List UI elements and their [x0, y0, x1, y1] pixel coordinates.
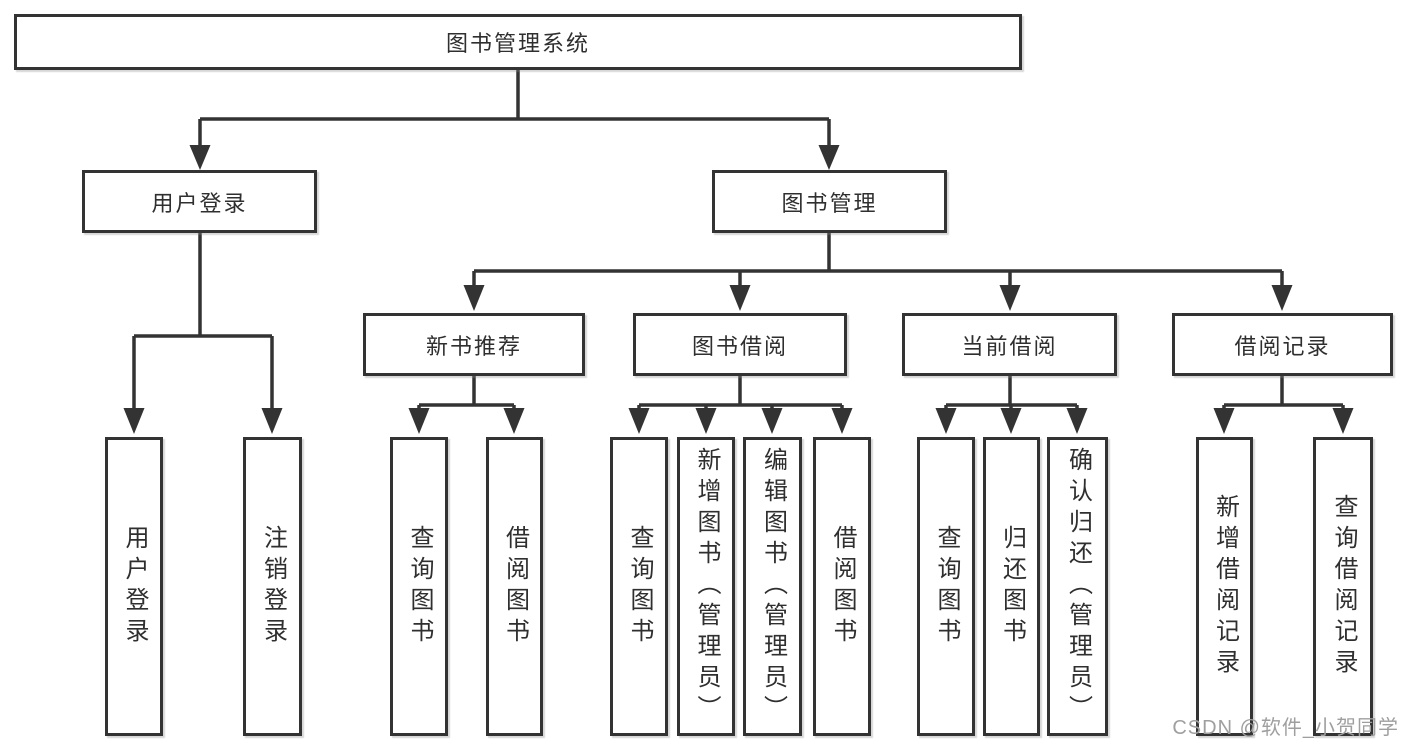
leaf-borrow-books-recommend: 借阅图书 [486, 437, 543, 736]
leaf-query-books-borrowing: 查询图书 [610, 437, 668, 736]
edges-from-user-login [123, 232, 283, 434]
leaf-query-borrow-record: 查询借阅记录 [1313, 437, 1373, 736]
node-new-book-recommendation: 新书推荐 [363, 313, 585, 376]
node-current-borrowing: 当前借阅 [902, 313, 1117, 376]
leaf-edit-books-admin: 编辑图书（管理员） [743, 437, 802, 736]
node-book-borrowing: 图书借阅 [633, 313, 847, 376]
node-book-management: 图书管理 [712, 170, 947, 233]
leaf-add-books-admin: 新增图书（管理员） [677, 437, 735, 736]
node-borrowing-records: 借阅记录 [1172, 313, 1393, 376]
edges-from-root [189, 69, 840, 170]
leaf-query-books-recommend: 查询图书 [390, 437, 448, 736]
leaf-user-login: 用户登录 [105, 437, 163, 736]
leaf-confirm-return-admin: 确认归还（管理员） [1047, 437, 1108, 736]
leaf-return-books: 归还图书 [983, 437, 1040, 736]
leaf-query-books-current: 查询图书 [917, 437, 975, 736]
node-library-management-system: 图书管理系统 [14, 14, 1022, 70]
leaf-logout: 注销登录 [243, 437, 302, 736]
edges-from-current-borrowing [935, 375, 1088, 434]
edges-from-book-management [463, 232, 1293, 311]
edges-from-new-book-recommendation [408, 375, 525, 434]
edges-from-borrowing-records [1213, 375, 1354, 434]
edges-from-book-borrowing [628, 375, 853, 434]
leaf-borrow-books-borrowing: 借阅图书 [813, 437, 871, 736]
watermark-text: CSDN @软件_小贺同学 [1172, 717, 1399, 739]
leaf-add-borrow-record: 新增借阅记录 [1196, 437, 1253, 736]
node-user-login: 用户登录 [82, 170, 317, 233]
